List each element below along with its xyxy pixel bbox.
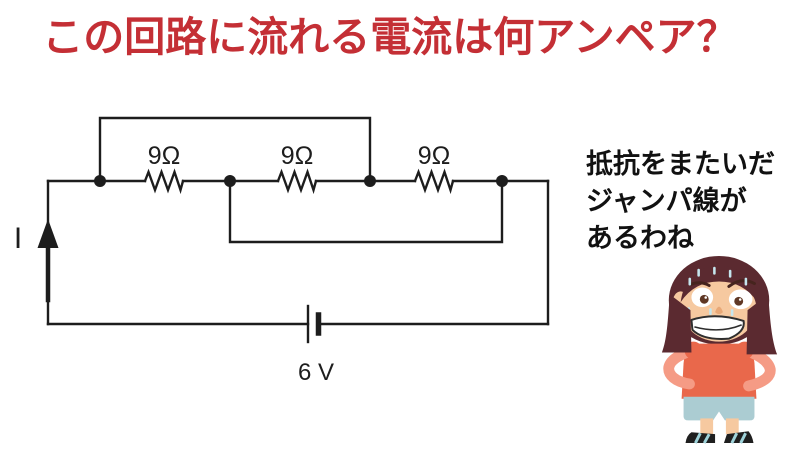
- girl-leg-left: [700, 418, 714, 435]
- speech-line-3: あるわね: [586, 223, 694, 253]
- girl-shorts: [683, 396, 755, 421]
- girl-eyebrow-left: [688, 281, 711, 287]
- jumper-top: [98, 116, 372, 183]
- girl-nose: [715, 306, 723, 315]
- speech-text: 抵抗をまたいだ ジャンパ線が あるわね: [586, 146, 796, 257]
- speech-line-1: 抵抗をまたいだ: [586, 149, 775, 179]
- girl-mouth: [690, 315, 745, 340]
- speech-line-2: ジャンパ線が: [586, 186, 747, 216]
- girl-teeth-line: [694, 324, 742, 331]
- girl-character: [661, 255, 778, 444]
- girl-eyes: [691, 287, 753, 310]
- girl-shoes: [685, 431, 754, 444]
- resistor-3: [413, 168, 455, 195]
- girl-eye-glint-right: [738, 298, 742, 301]
- girl-shirt: [681, 343, 757, 399]
- resistor-1: [143, 168, 185, 195]
- current-label: I: [14, 222, 22, 255]
- girl-pupil-left: [699, 294, 709, 304]
- resistor-3-label: 9Ω: [418, 142, 451, 170]
- node-dot-c: [364, 175, 376, 187]
- girl-leg-right: [725, 418, 739, 435]
- girl-eye-glint-left: [704, 296, 708, 299]
- resistor-1-label: 9Ω: [148, 142, 181, 170]
- battery-label: 6 V: [298, 359, 334, 386]
- girl-pupil-right: [734, 296, 744, 306]
- question-title: この回路に流れる電流は何アンペア？: [42, 14, 738, 60]
- node-dot-a: [94, 175, 106, 187]
- girl-hair-right-flap: [746, 294, 778, 355]
- girl-mouth-shape: [690, 315, 745, 340]
- resistor-2: [276, 168, 318, 195]
- current-arrow-head: [37, 219, 59, 248]
- node-dot-b: [224, 175, 236, 187]
- node-dot-d: [496, 175, 508, 187]
- resistor-2-label: 9Ω: [281, 142, 314, 170]
- girl-eyebrow-right: [727, 279, 756, 288]
- girl-arm-left: [663, 344, 701, 390]
- girl-hair-left-flap: [661, 294, 692, 353]
- jumper-bottom: [228, 179, 504, 244]
